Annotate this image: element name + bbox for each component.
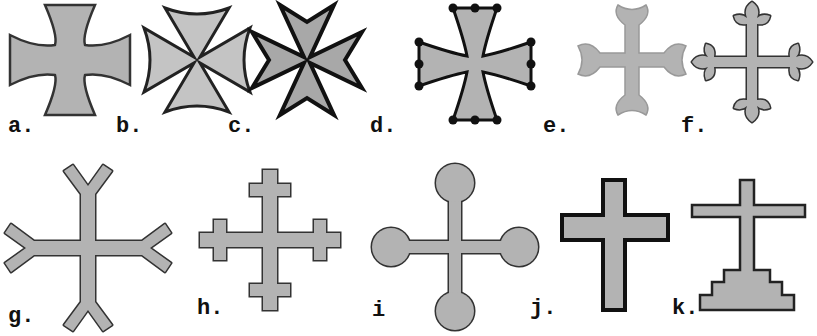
figure-letter: a. bbox=[8, 116, 34, 138]
forked-cross bbox=[5, 165, 171, 331]
figure-letter: h. bbox=[197, 298, 223, 320]
latin-cross bbox=[562, 180, 668, 310]
calvary-cross bbox=[692, 180, 805, 310]
figure-letter: k. bbox=[672, 298, 698, 320]
pommee-cross bbox=[372, 164, 538, 330]
cross-flory bbox=[578, 5, 686, 115]
figure-letter: i bbox=[372, 300, 385, 322]
crosslet-cross bbox=[200, 170, 340, 310]
figure-letter: e. bbox=[543, 116, 569, 138]
cross-curved bbox=[144, 8, 250, 112]
figure-letter: j. bbox=[530, 298, 556, 320]
figure-letter: g. bbox=[8, 306, 34, 328]
figure-letter: d. bbox=[370, 116, 396, 138]
occitan-cross bbox=[415, 4, 536, 125]
cross-pattee bbox=[10, 5, 130, 115]
cross-fleury bbox=[692, 2, 812, 122]
maltese-cross bbox=[252, 5, 362, 115]
figure-letter: c. bbox=[228, 116, 254, 138]
figure-letter: f. bbox=[681, 116, 707, 138]
figure-letter: b. bbox=[116, 116, 142, 138]
